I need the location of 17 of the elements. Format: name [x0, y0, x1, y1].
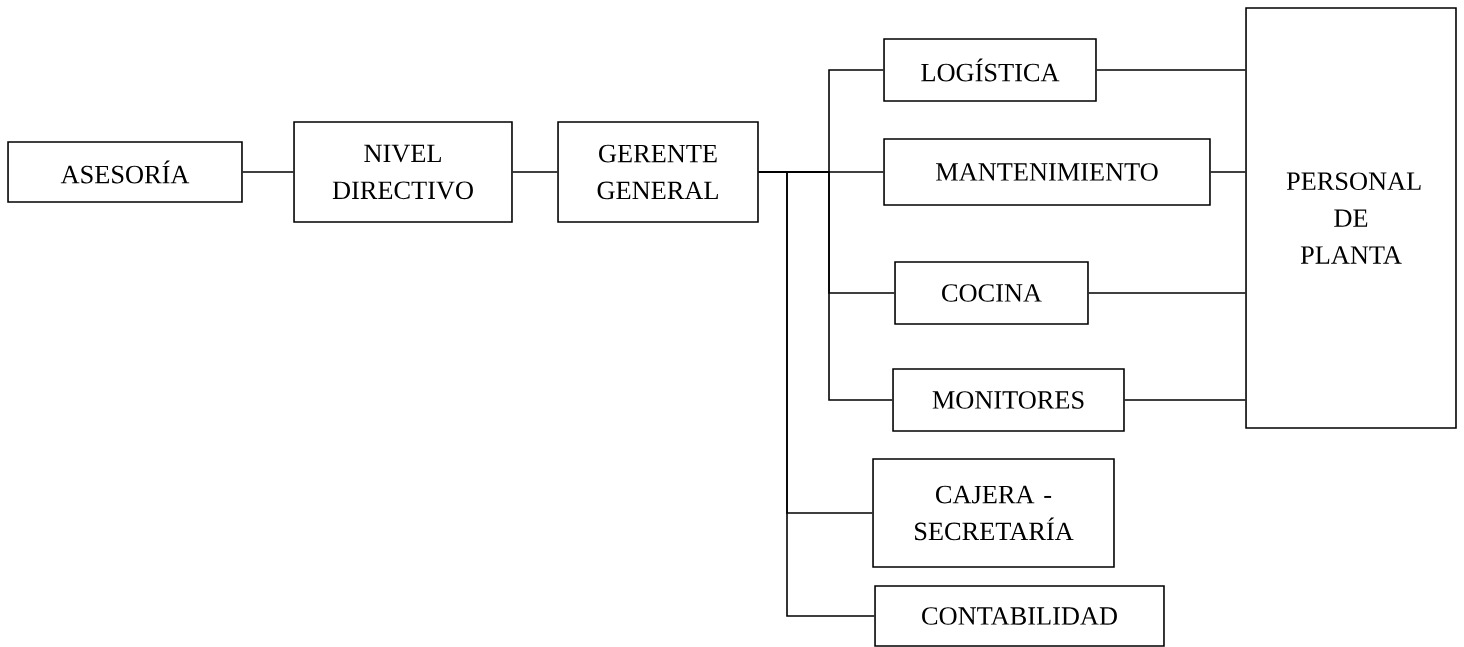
- org-box: CONTABILIDAD: [874, 585, 1165, 647]
- connector-line: [1210, 171, 1247, 173]
- org-box: LOGÍSTICA: [883, 38, 1097, 102]
- org-box: ASESORÍA: [7, 141, 243, 203]
- connector-line: [242, 171, 295, 173]
- connector-line: [1088, 292, 1247, 294]
- connector-line: [512, 171, 559, 173]
- org-box: NIVEL DIRECTIVO: [293, 121, 513, 223]
- org-box: GERENTE GENERAL: [557, 121, 759, 223]
- org-box: COCINA: [894, 261, 1089, 325]
- org-box: PERSONAL DE PLANTA: [1245, 7, 1457, 429]
- connector-line: [1124, 399, 1247, 401]
- org-box: CAJERA - SECRETARÍA: [872, 458, 1115, 568]
- org-box: MONITORES: [892, 368, 1125, 432]
- connector-line: [758, 171, 876, 617]
- connector-line: [1096, 69, 1247, 71]
- org-box: MANTENIMIENTO: [883, 138, 1211, 206]
